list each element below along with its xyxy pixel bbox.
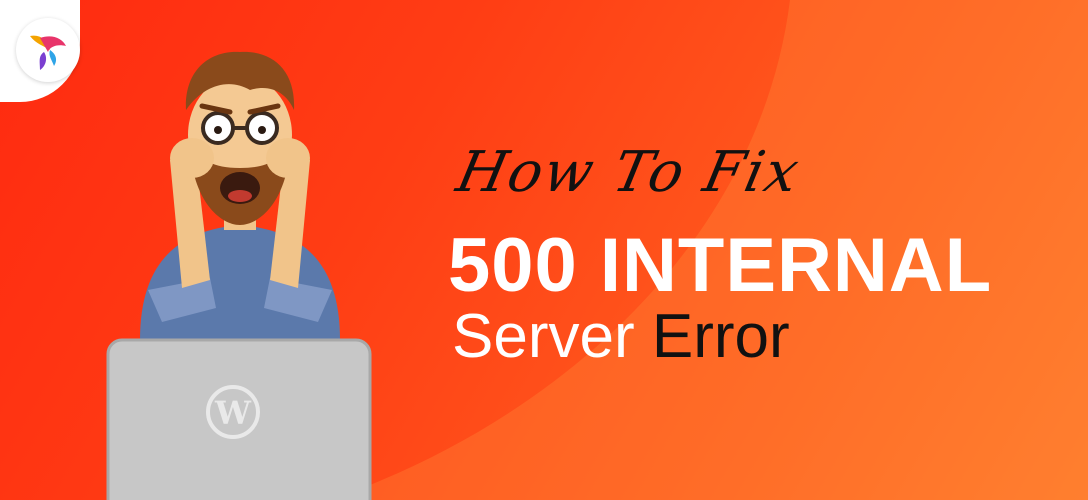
svg-text:W: W	[214, 394, 252, 432]
headline-word-server: Server	[452, 302, 635, 371]
right-fist	[266, 138, 310, 178]
stressed-man-illustration: W	[106, 51, 372, 500]
tongue	[228, 190, 252, 202]
headline-server-error: Server Error	[452, 306, 790, 368]
headline-word-error: Error	[651, 302, 790, 371]
wordpress-logo-icon	[206, 385, 260, 439]
right-sleeve	[264, 278, 332, 322]
left-sleeve	[148, 278, 216, 322]
bird-logo-icon	[30, 35, 66, 70]
left-fist	[170, 138, 214, 178]
headline-500-internal: 500 INTERNAL	[448, 223, 993, 308]
left-arm	[170, 150, 210, 288]
laptop	[106, 338, 372, 500]
headline-how-to-fix: How To Fix	[451, 140, 807, 205]
hair	[185, 51, 295, 110]
right-arm	[270, 150, 310, 288]
